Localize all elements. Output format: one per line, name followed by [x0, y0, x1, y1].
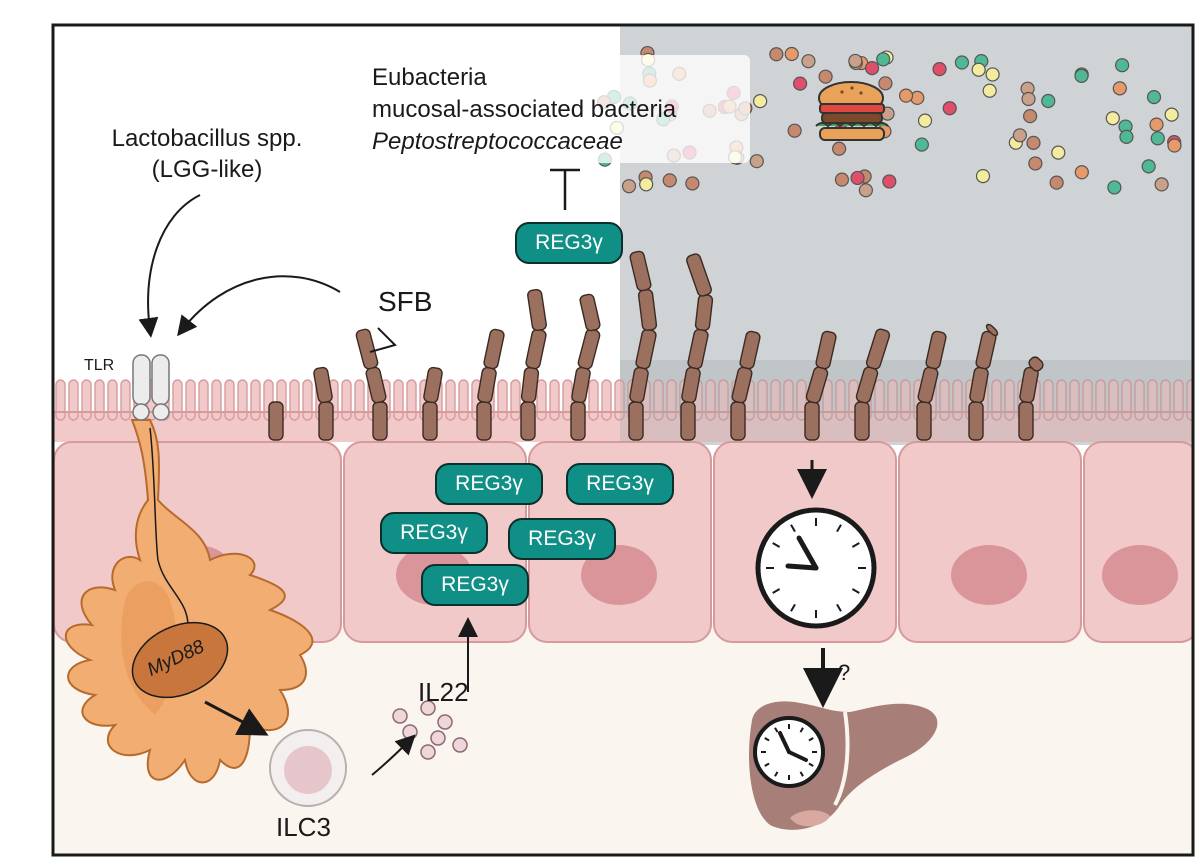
- burger-icon: [815, 81, 889, 141]
- myd88: [131, 621, 229, 699]
- reg3g-pill: REG3γ: [421, 564, 529, 606]
- reg3g-pill: REG3γ: [508, 518, 616, 560]
- bacteria-label-2: mucosal-associated bacteria: [372, 96, 677, 123]
- reg3g-pill: REG3γ: [566, 463, 674, 505]
- clock-icon: [753, 716, 825, 788]
- lactobacillus-arrow: [138, 194, 201, 338]
- ilc3-cell: [269, 729, 347, 807]
- ilc3-label: ILC3: [276, 812, 331, 842]
- sfb-filaments: [268, 250, 1044, 441]
- lactobacillus-label: Lactobacillus spp.: [111, 125, 303, 152]
- bacteria-label-1: Eubacteria: [372, 64, 487, 91]
- reg3g-pill: REG3γ: [380, 512, 488, 554]
- sfb-pointer: [369, 327, 397, 353]
- sfb-label: SFB: [378, 286, 433, 317]
- bacteria-label-box: [362, 55, 750, 163]
- question-mark: ?: [838, 660, 851, 685]
- bacteria-label-3: Peptostreptococcaceae: [372, 128, 623, 155]
- myd88-arrow: [204, 700, 269, 736]
- il22-label: IL22: [418, 677, 469, 707]
- sfb-arrow: [177, 275, 341, 337]
- reg3g-pill: REG3γ: [435, 463, 543, 505]
- lumen-overlay: [620, 360, 1193, 442]
- clock-icon: [755, 507, 877, 629]
- tlr-receptor: [132, 354, 170, 421]
- inhibition-line: [550, 168, 580, 210]
- frame-border: [51, 23, 1195, 857]
- lactobacillus-sublabel: (LGG-like): [151, 156, 263, 183]
- arrows: [138, 168, 843, 776]
- tlr-label: TLR: [84, 357, 115, 374]
- reg3g-pill-top: REG3γ: [515, 222, 623, 264]
- ilc3-arrow: [371, 734, 416, 776]
